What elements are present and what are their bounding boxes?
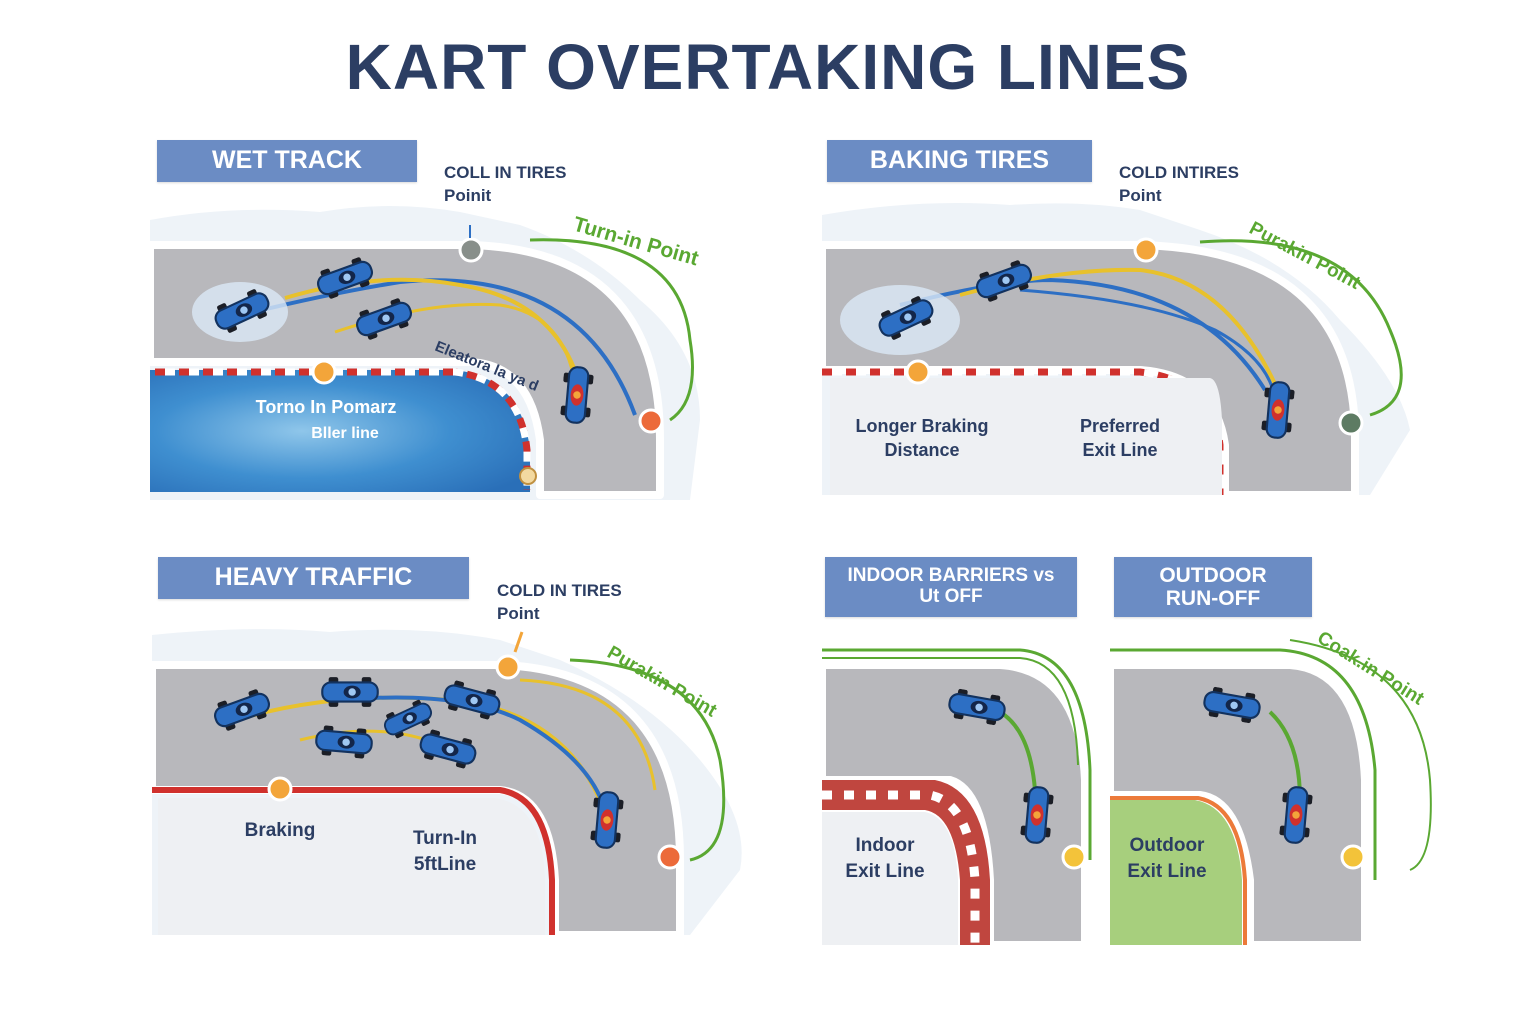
wet-marker-red: [638, 408, 664, 434]
outdoor-header-line-1: OUTDOOR: [1159, 563, 1267, 587]
wet-note-line-2: Poinit: [444, 185, 492, 205]
outdoor-panel: [1106, 639, 1432, 949]
outdoor-header: OUTDOOR RUN-OFF: [1114, 557, 1312, 617]
indoor-header-line-2: Ut OFF: [919, 586, 983, 607]
page-title: KART OVERTAKING LINES: [345, 31, 1191, 103]
wet-track-curb: [155, 368, 531, 490]
wet-water-label-2: Bller line: [311, 425, 379, 442]
baking-left-label-1: Longer Braking: [855, 416, 989, 436]
baking-right-label-1: Preferred: [1079, 416, 1161, 436]
traffic-right-label: Turn-In 5ftLine: [385, 826, 505, 877]
baking-left-label-2: Distance: [884, 440, 960, 461]
indoor-label-2: Exit Line: [845, 860, 925, 882]
baking-left-label: Longer Braking Distance: [842, 414, 1002, 463]
traffic-right-label-2: 5ftLine: [413, 853, 477, 875]
wet-water-label-1: Torno In Pomarz: [256, 397, 397, 417]
baking-note-line-1: COLD INTIRES: [1119, 163, 1239, 182]
baking-right-label-2: Exit Line: [1082, 440, 1158, 461]
traffic-kart-2: [321, 677, 379, 707]
traffic-left-label: Braking: [244, 820, 316, 841]
baking-tires-header: BAKING TIRES: [827, 140, 1092, 182]
traffic-note: COLD IN TIRES Point: [497, 580, 622, 626]
outdoor-grass: [1110, 800, 1242, 945]
indoor-barrier: [822, 780, 990, 945]
wet-track-panel: [146, 206, 700, 500]
indoor-label: Indoor Exit Line: [830, 833, 940, 884]
indoor-panel: [818, 648, 1092, 949]
traffic-note-line-1: COLD IN TIRES: [497, 581, 622, 600]
baking-note: COLD INTIRES Point: [1119, 162, 1239, 208]
outdoor-label: Outdoor Exit Line: [1112, 833, 1222, 884]
traffic-curb: [152, 787, 555, 935]
baking-blue-line: [899, 277, 1267, 392]
wet-marker-gray: [458, 237, 484, 263]
outdoor-label-2: Exit Line: [1127, 860, 1207, 882]
wet-track-header: WET TRACK: [157, 140, 417, 182]
outdoor-label-1: Outdoor: [1129, 835, 1205, 856]
heavy-traffic-panel: [148, 629, 742, 939]
wet-track-water: [150, 370, 530, 492]
traffic-right-label-1: Turn-In: [412, 828, 477, 849]
indoor-header-line-1: INDOOR BARRIERS vs: [847, 565, 1055, 587]
indoor-header: INDOOR BARRIERS vs Ut OFF: [825, 557, 1077, 617]
traffic-note-line-2: Point: [497, 603, 540, 623]
wet-note-line-1: COLL IN TIRES: [444, 163, 567, 182]
baking-tires-panel: [818, 202, 1410, 499]
heavy-traffic-header: HEAVY TRAFFIC: [158, 557, 469, 599]
indoor-label-1: Indoor: [855, 835, 915, 856]
wet-marker-orange: [311, 359, 337, 385]
baking-note-line-2: Point: [1119, 185, 1162, 205]
wet-note: COLL IN TIRES Poinit: [444, 162, 566, 208]
baking-right-label: Preferred Exit Line: [1060, 414, 1180, 463]
outdoor-header-line-2: RUN-OFF: [1165, 587, 1261, 610]
wet-green-line: [529, 238, 694, 422]
